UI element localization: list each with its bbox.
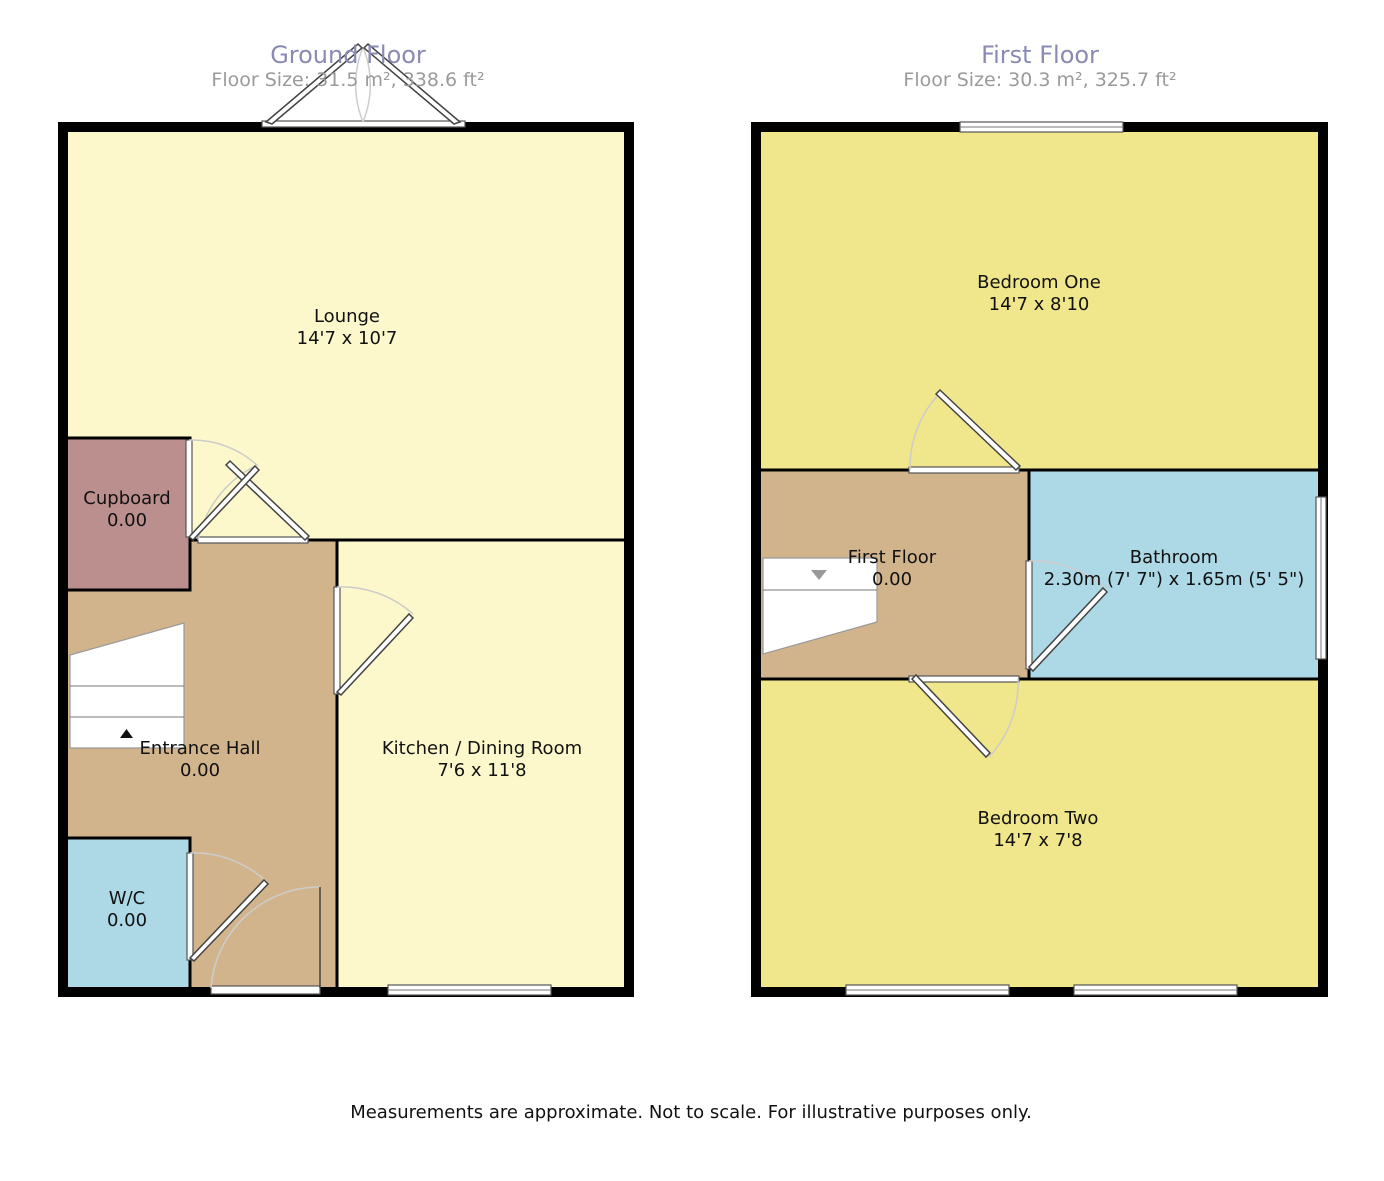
window [845,984,1010,996]
landing-label: First Floor [848,547,937,568]
first-floor-stairs [762,557,878,655]
front-door [210,886,321,995]
wc-dims: 0.00 [107,910,147,931]
stair-arrow-up-icon [120,729,133,738]
kitchen-door [333,586,415,697]
first-floor-title: First Floor [981,41,1099,69]
ground-floor-plan: Ground Floor Floor Size: 31.5 m², 338.6 … [58,41,634,997]
stair-arrow-down-icon [811,570,827,580]
bathroom-door [1025,560,1109,673]
lounge-label: Lounge [314,306,380,327]
bedroom-one-door [908,388,1022,474]
cupboard-room [65,438,190,590]
wc-door [186,852,270,962]
landing-dims: 0.00 [872,569,912,590]
bathroom-dims: 2.30m (7' 7") x 1.65m (5' 5") [1044,569,1305,590]
disclaimer-text: Measurements are approximate. Not to sca… [350,1102,1032,1123]
window [387,984,552,996]
bedroom-two-label: Bedroom Two [978,808,1099,829]
ground-floor-size: Floor Size: 31.5 m², 338.6 ft² [211,69,484,91]
kitchen-dims: 7'6 x 11'8 [437,760,526,781]
first-floor-plan: First Floor Floor Size: 30.3 m², 325.7 f… [751,41,1328,997]
window [1073,984,1238,996]
bedroom-one-dims: 14'7 x 8'10 [989,294,1090,315]
bedroom-one-room [758,127,1321,470]
first-floor-size: Floor Size: 30.3 m², 325.7 ft² [903,69,1176,91]
bedroom-one-label: Bedroom One [977,272,1101,293]
cupboard-label: Cupboard [83,488,170,509]
window [1315,496,1327,660]
french-doors [261,42,466,128]
window [959,121,1124,133]
bathroom-label: Bathroom [1130,547,1218,568]
bedroom-two-dims: 14'7 x 7'8 [993,830,1082,851]
wc-label: W/C [109,888,145,909]
entrance-hall-label: Entrance Hall [140,738,261,759]
bedroom-two-door [908,673,1020,759]
ground-floor-title: Ground Floor [270,41,426,69]
kitchen-room [337,540,628,990]
cupboard-door [185,439,261,542]
kitchen-label: Kitchen / Dining Room [382,738,582,759]
lounge-dims: 14'7 x 10'7 [297,328,398,349]
bathroom-room [1029,470,1321,679]
bedroom-two-room [758,679,1321,990]
ground-floor-stairs [69,622,185,749]
entrance-hall-dims: 0.00 [180,760,220,781]
wc-room [65,838,190,990]
cupboard-dims: 0.00 [107,510,147,531]
